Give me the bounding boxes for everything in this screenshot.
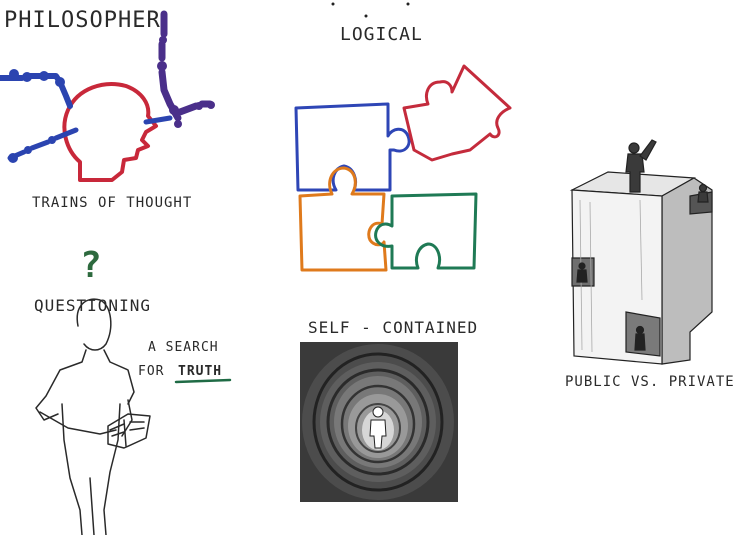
train-purple — [157, 10, 215, 128]
puzzle-pieces-icon — [294, 64, 512, 272]
person-bottom-niche — [634, 325, 646, 351]
truth-underline — [174, 378, 232, 384]
building-people-icon — [569, 139, 713, 365]
waving-person — [625, 139, 657, 193]
logical-label: LOGICAL — [340, 24, 423, 45]
public-vs-private-label: PUBLIC VS. PRIVATE — [565, 374, 735, 390]
person-left-niche — [576, 262, 588, 283]
philosopher-label: PHILOSOPHER — [4, 8, 161, 33]
questioning-label: QUESTIONING — [34, 296, 151, 315]
trains-of-thought-label: TRAINS OF THOUGHT — [32, 195, 193, 211]
question-mark: ? — [80, 245, 103, 286]
self-contained-label: SELF - CONTAINED — [308, 318, 479, 337]
tunnel-person-icon — [300, 342, 458, 502]
a-search-label: A SEARCH — [148, 340, 219, 355]
head-profile-icon — [62, 82, 158, 182]
train-blue-bottom — [7, 127, 79, 163]
for-label: FOR — [138, 364, 165, 379]
person-right — [697, 183, 709, 203]
truth-label: TRUTH — [178, 364, 223, 379]
thinking-person-icon — [35, 298, 151, 535]
train-blue-left — [0, 69, 73, 109]
train-blue-right — [143, 115, 173, 125]
